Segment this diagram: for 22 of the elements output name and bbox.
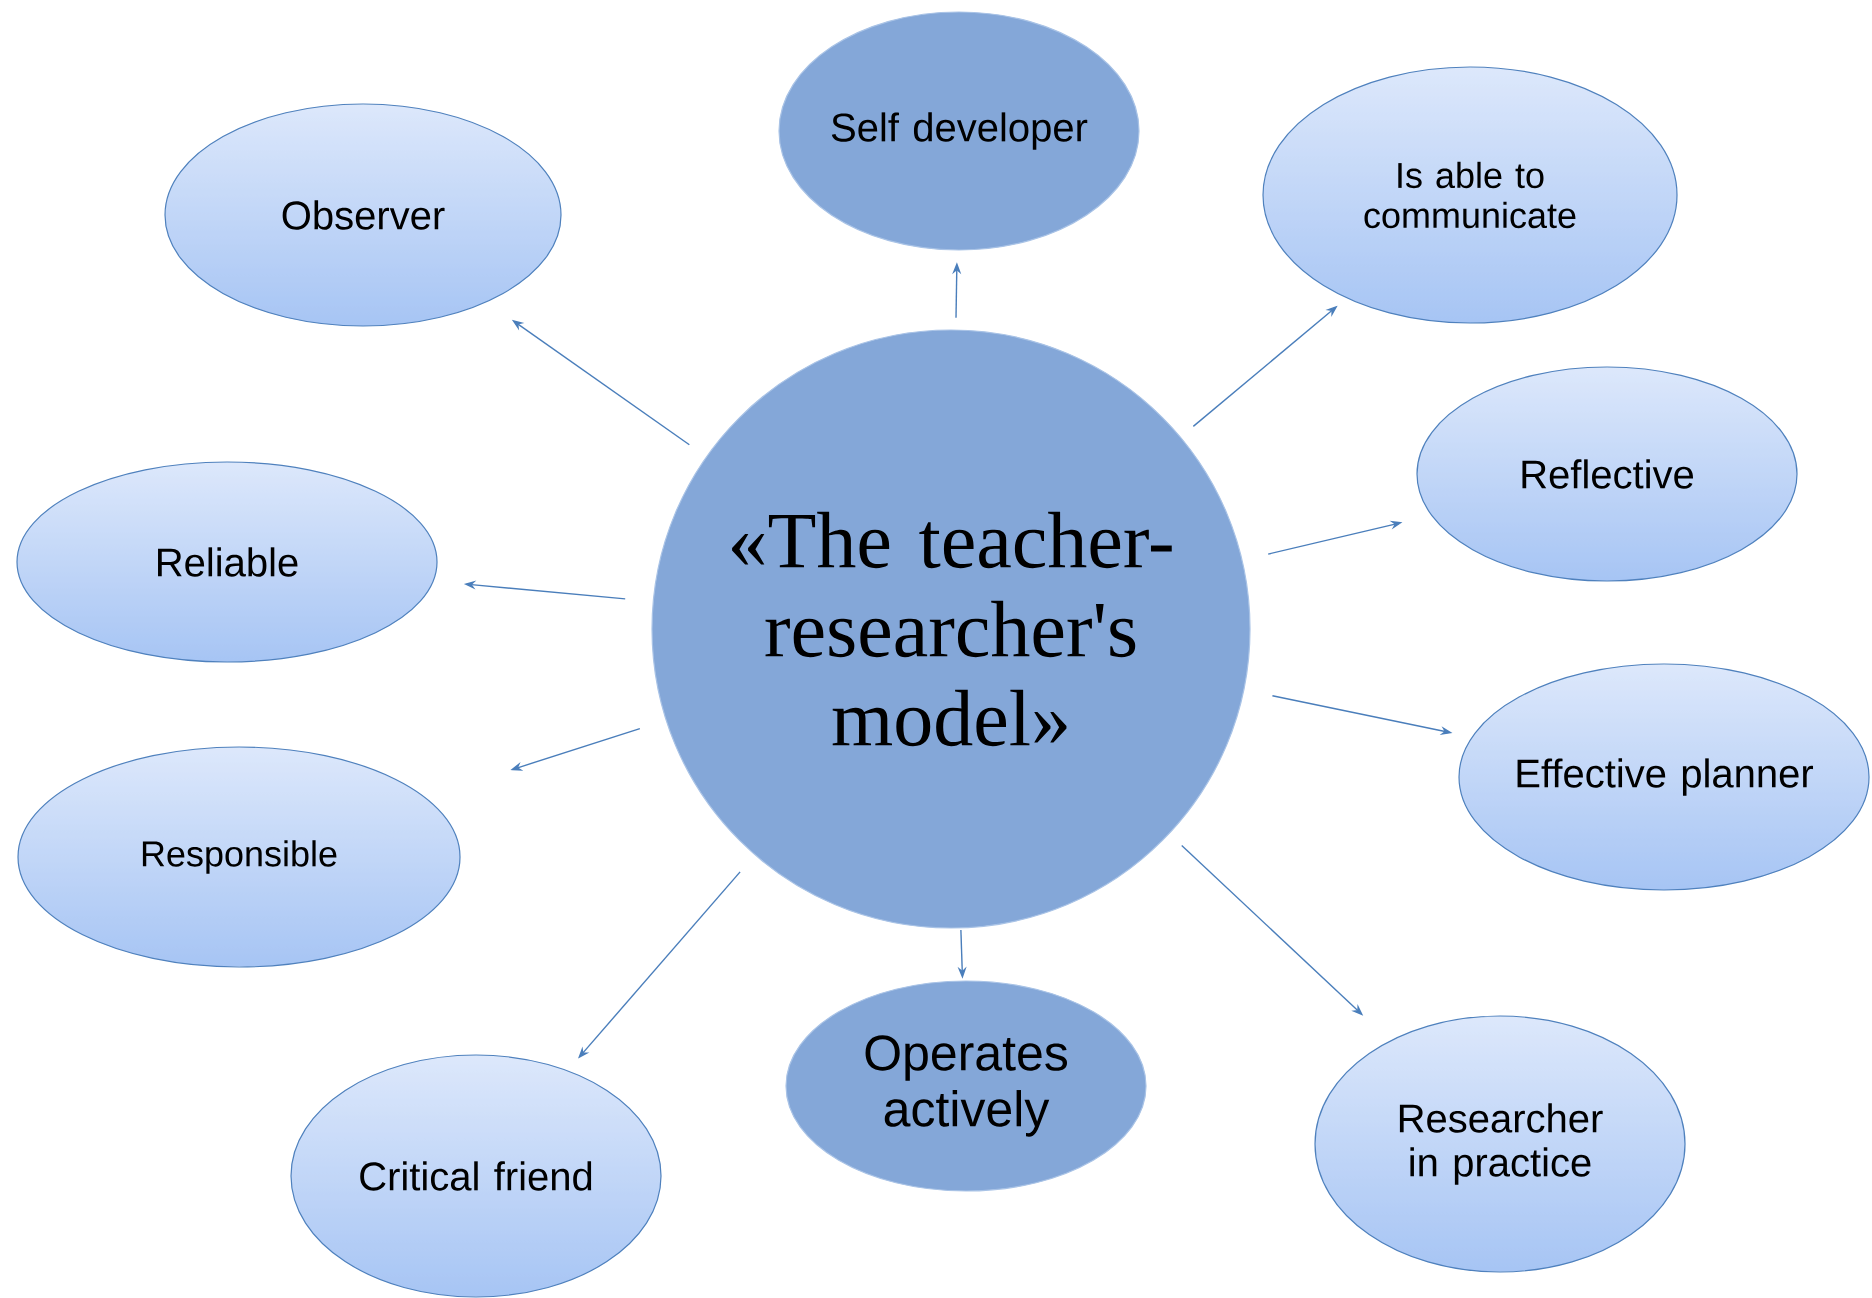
node-label: Reliable xyxy=(158,547,298,577)
ellipse xyxy=(290,1054,662,1298)
ellipse xyxy=(1416,366,1798,582)
ellipse xyxy=(1262,66,1678,324)
node-label: «The teacher-researcher's model» xyxy=(732,511,1172,747)
ellipse xyxy=(785,980,1147,1192)
ellipse xyxy=(16,461,438,663)
node-label: Researcher in practice xyxy=(1399,1103,1603,1185)
node-label: Critical friend xyxy=(360,1161,592,1191)
node-label: Reflective xyxy=(1522,459,1693,489)
node-label: Is able to communicate xyxy=(1364,161,1576,229)
ellipse xyxy=(17,746,461,968)
node-label: Observer xyxy=(282,200,445,230)
node-label: Self developer xyxy=(831,112,1088,150)
node-label: Operates actively xyxy=(865,1035,1067,1137)
ellipse xyxy=(1458,663,1870,891)
central-circle xyxy=(651,329,1251,929)
ellipse xyxy=(1314,1015,1686,1273)
node-label: Responsible xyxy=(142,840,337,874)
ellipse xyxy=(164,103,562,327)
ellipse xyxy=(778,11,1140,251)
node-label: Effective planner xyxy=(1517,758,1813,796)
